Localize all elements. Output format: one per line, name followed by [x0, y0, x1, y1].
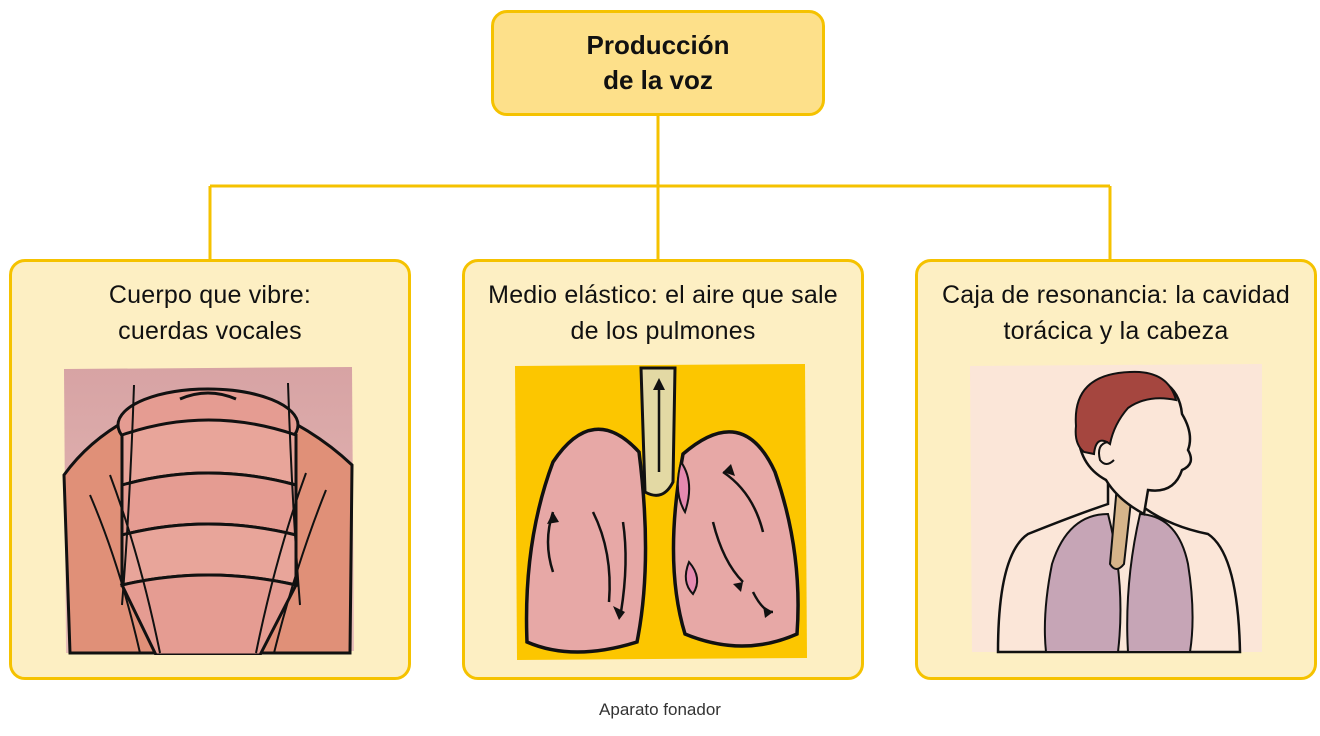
child-node-title: Medio elástico: el aire que sale de los … — [465, 278, 861, 349]
child-node-title: Caja de resonancia: la cavidad torácica … — [918, 278, 1314, 349]
child-node-head-thorax: Caja de resonancia: la cavidad torácica … — [915, 259, 1317, 680]
root-node: Producción de la voz — [491, 10, 825, 116]
child-node-line2: de los pulmones — [570, 316, 756, 345]
child-node-line1: Medio elástico: el aire que sale — [488, 281, 838, 309]
child-node-line2: cuerdas vocales — [118, 316, 302, 345]
child-node-vocal-cords: Cuerpo que vibre: cuerdas vocales — [9, 259, 411, 680]
lungs-illustration — [515, 364, 807, 660]
child-node-line1: Caja de resonancia: la cavidad — [942, 281, 1290, 309]
child-node-lungs: Medio elástico: el aire que sale de los … — [462, 259, 864, 680]
child-node-line2: torácica y la cabeza — [1003, 316, 1229, 345]
child-node-line1: Cuerpo que vibre: — [108, 281, 312, 309]
child-node-title: Cuerpo que vibre: cuerdas vocales — [12, 278, 408, 349]
diagram-caption: Aparato fonador — [599, 700, 721, 719]
vocal-cords-illustration — [62, 367, 354, 655]
root-node-line2: de la voz — [603, 65, 713, 95]
root-node-line1: Producción — [586, 29, 730, 60]
head-thorax-illustration — [970, 364, 1262, 654]
